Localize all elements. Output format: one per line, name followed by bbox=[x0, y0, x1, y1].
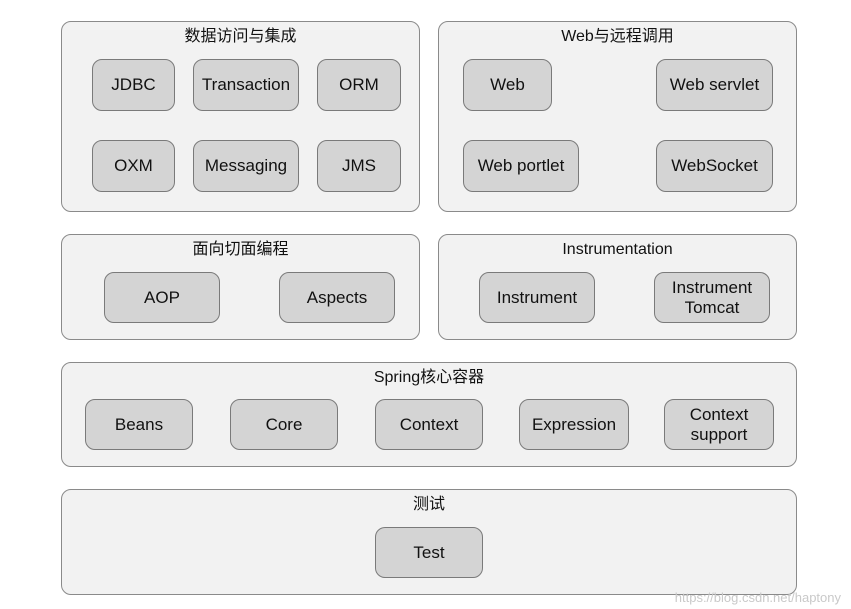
data-access-integration-panel: 数据访问与集成 JDBC Transaction ORM OXM Messagi… bbox=[61, 21, 420, 212]
web-remoting-panel: Web与远程调用 Web Web servlet Web portlet Web… bbox=[438, 21, 797, 212]
core-container-panel: Spring核心容器 Beans Core Context Expression… bbox=[61, 362, 797, 467]
aop-module: AOP bbox=[104, 272, 220, 323]
core-container-title: Spring核心容器 bbox=[373, 369, 485, 386]
test-panel: 测试 Test bbox=[61, 489, 797, 595]
jdbc-module: JDBC bbox=[92, 59, 175, 111]
websocket-module: WebSocket bbox=[656, 140, 773, 192]
web-servlet-module: Web servlet bbox=[656, 59, 773, 111]
messaging-module: Messaging bbox=[193, 140, 299, 192]
test-module: Test bbox=[375, 527, 483, 578]
core-module: Core bbox=[230, 399, 338, 450]
instrument-tomcat-module: Instrument Tomcat bbox=[654, 272, 770, 323]
context-support-module: Context support bbox=[664, 399, 774, 450]
web-module: Web bbox=[463, 59, 552, 111]
transaction-module: Transaction bbox=[193, 59, 299, 111]
aspects-module: Aspects bbox=[279, 272, 395, 323]
instrumentation-title: Instrumentation bbox=[562, 241, 673, 258]
jms-module: JMS bbox=[317, 140, 401, 192]
aop-panel-title: 面向切面编程 bbox=[192, 241, 289, 258]
context-module: Context bbox=[375, 399, 483, 450]
data-access-integration-title: 数据访问与集成 bbox=[184, 28, 297, 45]
watermark: https://blog.csdn.net/haptony bbox=[674, 590, 841, 605]
beans-module: Beans bbox=[85, 399, 193, 450]
instrument-module: Instrument bbox=[479, 272, 595, 323]
web-portlet-module: Web portlet bbox=[463, 140, 579, 192]
orm-module: ORM bbox=[317, 59, 401, 111]
oxm-module: OXM bbox=[92, 140, 175, 192]
test-panel-title: 测试 bbox=[412, 496, 445, 513]
instrumentation-panel: Instrumentation Instrument Instrument To… bbox=[438, 234, 797, 340]
aop-panel: 面向切面编程 AOP Aspects bbox=[61, 234, 420, 340]
web-remoting-title: Web与远程调用 bbox=[561, 28, 674, 45]
expression-module: Expression bbox=[519, 399, 629, 450]
